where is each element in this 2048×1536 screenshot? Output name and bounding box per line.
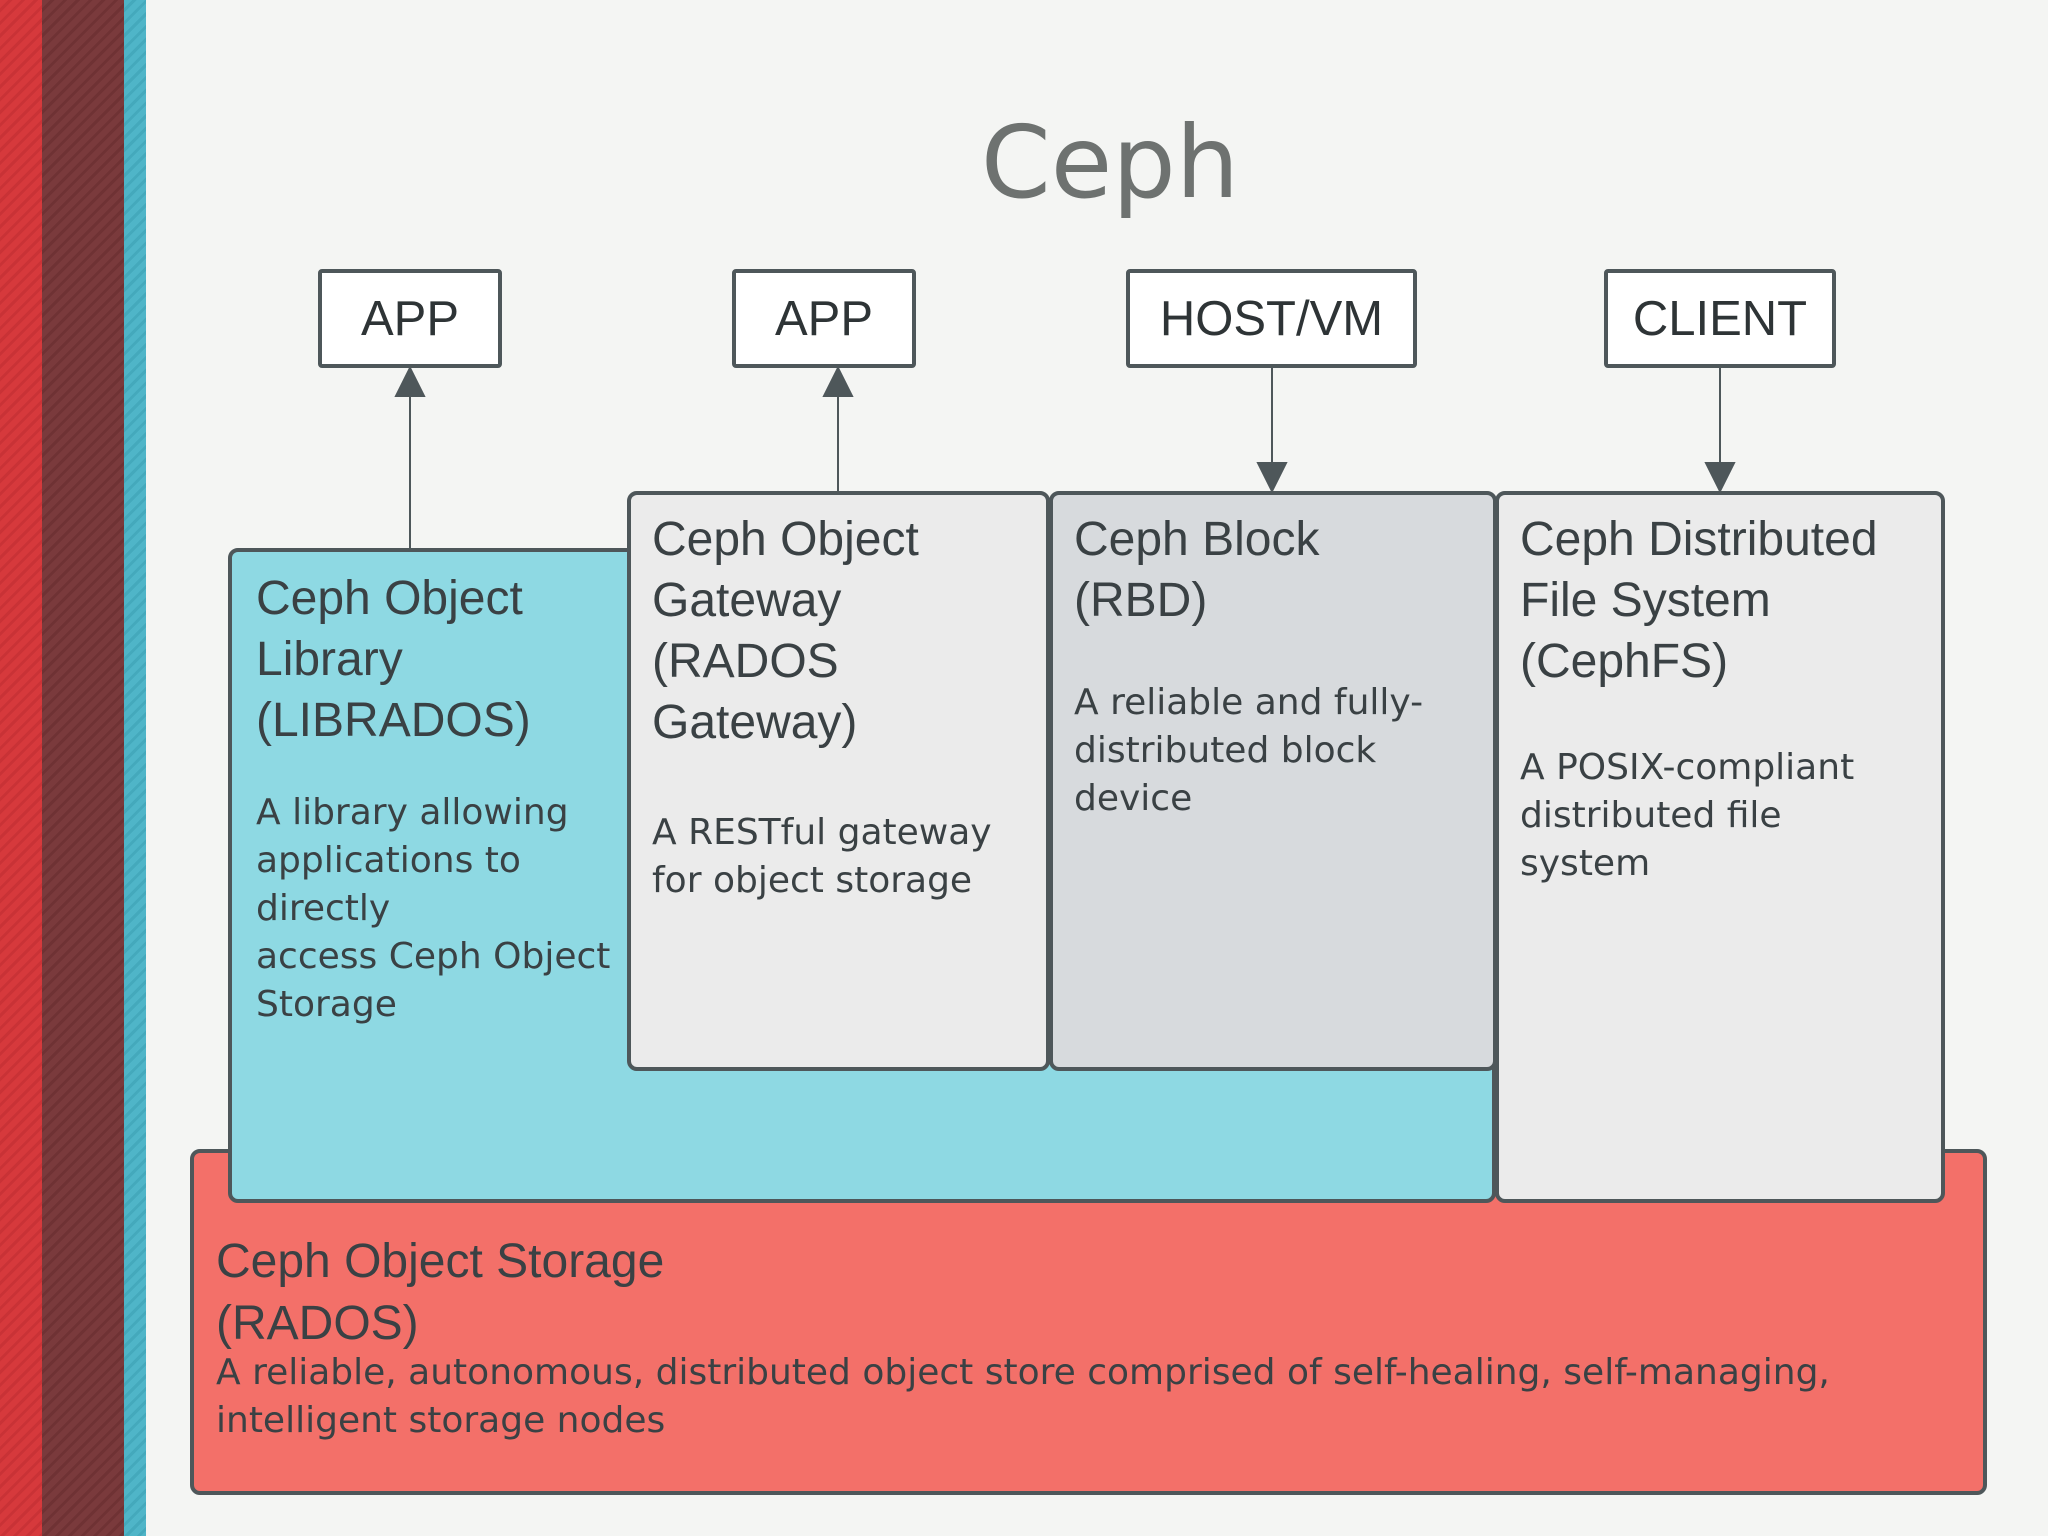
rgw-description: A RESTful gateway for object storage bbox=[652, 812, 992, 901]
rgw-box: Ceph Object Gateway (RADOS Gateway) A RE… bbox=[627, 491, 1050, 1071]
arrow-down-icon bbox=[1256, 462, 1288, 494]
rados-description: A reliable, autonomous, distributed obje… bbox=[216, 1352, 1830, 1441]
librados-heading: Ceph Object Library (LIBRADOS) bbox=[256, 572, 531, 747]
app-box-2: APP bbox=[732, 269, 916, 368]
decorative-stripe-red bbox=[0, 0, 42, 1536]
rbd-heading: Ceph Block (RBD) bbox=[1074, 513, 1320, 627]
rbd-description: A reliable and fully- distributed block … bbox=[1074, 682, 1424, 819]
decorative-stripe-maroon bbox=[42, 0, 124, 1536]
arrow-up-icon bbox=[394, 365, 426, 397]
cephfs-heading: Ceph Distributed File System (CephFS) bbox=[1520, 513, 1878, 688]
host-vm-box: HOST/VM bbox=[1126, 269, 1417, 368]
librados-description: A library allowing applications to direc… bbox=[256, 792, 611, 1025]
cephfs-description: A POSIX-compliant distributed file syste… bbox=[1520, 747, 1855, 884]
rgw-heading: Ceph Object Gateway (RADOS Gateway) bbox=[652, 513, 919, 749]
rados-heading: Ceph Object Storage (RADOS) bbox=[216, 1235, 665, 1350]
slide-title: Ceph bbox=[980, 104, 1240, 221]
arrow-up-icon bbox=[822, 365, 854, 397]
decorative-stripe-teal bbox=[124, 0, 146, 1536]
cephfs-box: Ceph Distributed File System (CephFS) A … bbox=[1495, 491, 1945, 1203]
rbd-box: Ceph Block (RBD) A reliable and fully- d… bbox=[1049, 491, 1497, 1071]
arrow-down-icon bbox=[1704, 462, 1736, 494]
client-box: CLIENT bbox=[1604, 269, 1836, 368]
